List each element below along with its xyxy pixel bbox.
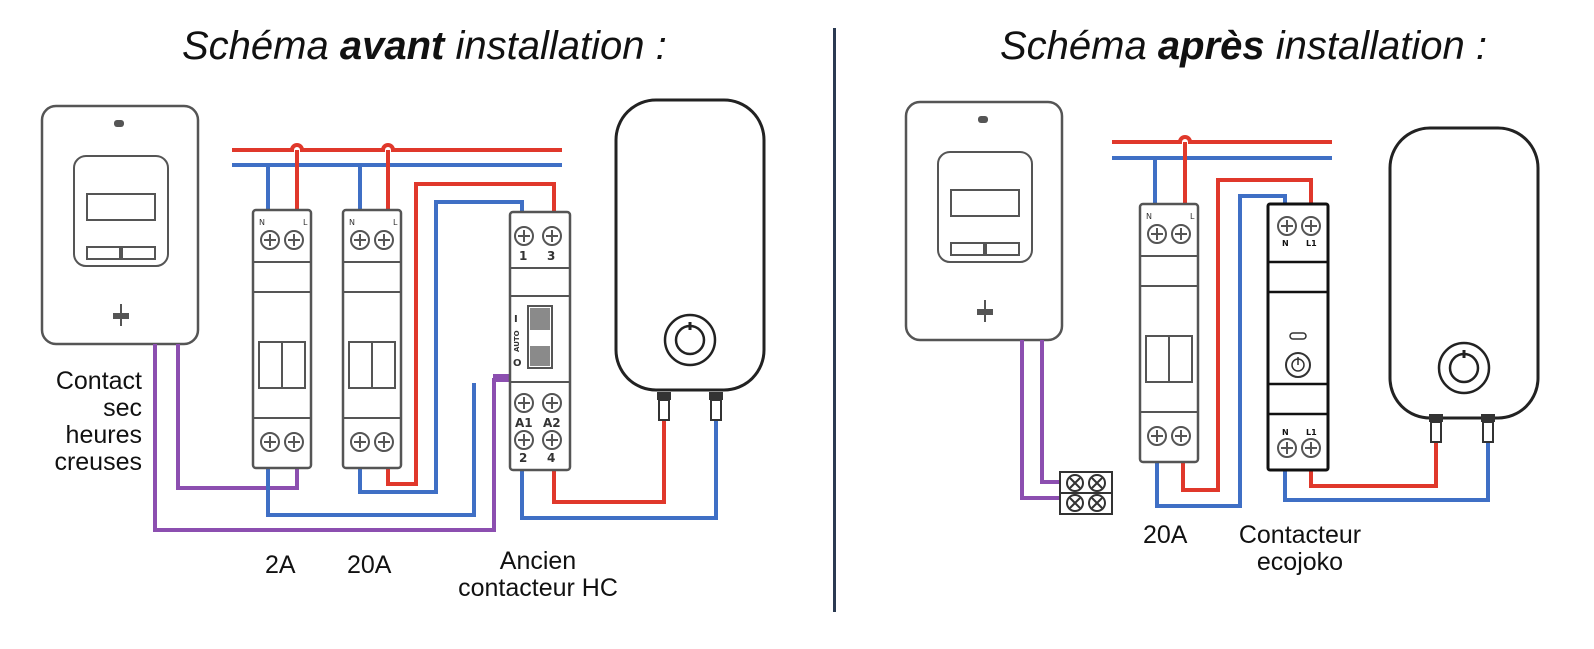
- water-heater-before: [614, 98, 766, 421]
- dry-contact-terminal-block: [1059, 471, 1113, 515]
- switch-mark-auto: AUTO: [513, 330, 521, 352]
- left-supply-bus: [232, 143, 562, 167]
- breaker-2a-label: 2A: [265, 551, 296, 579]
- terminal-a1: A1: [515, 416, 533, 430]
- ecojoko-contactor-label: Contacteur ecojoko: [1238, 521, 1362, 576]
- right-breaker-feeds: [1153, 142, 1187, 212]
- title-after-installation: Schéma après installation :: [1000, 24, 1487, 68]
- eco-bottom-l1: L1: [1306, 428, 1317, 437]
- eco-top-n: N: [1282, 239, 1289, 248]
- right-supply-bus: [1112, 135, 1332, 160]
- terminal-2: 2: [519, 451, 527, 465]
- breaker-20a-after: N L: [1140, 204, 1198, 462]
- old-hc-contactor: 1 3 I AUTO O A1 A2 2 4: [508, 210, 572, 472]
- terminal-4: 4: [547, 451, 555, 465]
- terminal-3: 3: [547, 249, 555, 263]
- breaker-2a: N L: [253, 210, 311, 468]
- dry-contact-label: Contact sec heures creuses: [54, 367, 142, 476]
- breaker-2a-l: L: [303, 218, 308, 227]
- left-circuit-wires: [266, 182, 718, 520]
- left-breaker-feeds: [266, 150, 390, 218]
- water-heater-after: [1388, 126, 1540, 443]
- breaker-20a-label: 20A: [347, 551, 392, 579]
- breaker-20a-l: L: [393, 218, 398, 227]
- eco-top-l1: L1: [1306, 239, 1317, 248]
- breaker-20a: N L: [343, 210, 401, 468]
- eco-led: [1289, 332, 1307, 340]
- breaker-20a-n: N: [349, 218, 355, 227]
- terminal-a2: A2: [543, 416, 561, 430]
- title-before-installation: Schéma avant installation :: [182, 24, 667, 68]
- panel-divider: [833, 28, 836, 612]
- right-circuit-wires: [1155, 178, 1490, 508]
- switch-mark-o: O: [513, 358, 522, 369]
- old-contactor-label: Ancien contacteur HC: [458, 547, 618, 602]
- breaker-20a-after-label: 20A: [1143, 521, 1188, 549]
- eco-bottom-n: N: [1282, 428, 1289, 437]
- breaker-20a-after-n: N: [1146, 212, 1152, 221]
- breaker-2a-n: N: [259, 218, 265, 227]
- switch-mark-i: I: [514, 314, 518, 325]
- electric-meter-after: [904, 100, 1064, 342]
- breaker-20a-after-l: L: [1190, 212, 1195, 221]
- right-control-wires: [1020, 340, 1062, 500]
- ecojoko-contactor: N L1 N L1: [1266, 202, 1330, 472]
- terminal-1: 1: [519, 249, 527, 263]
- electric-meter-before: [40, 104, 200, 346]
